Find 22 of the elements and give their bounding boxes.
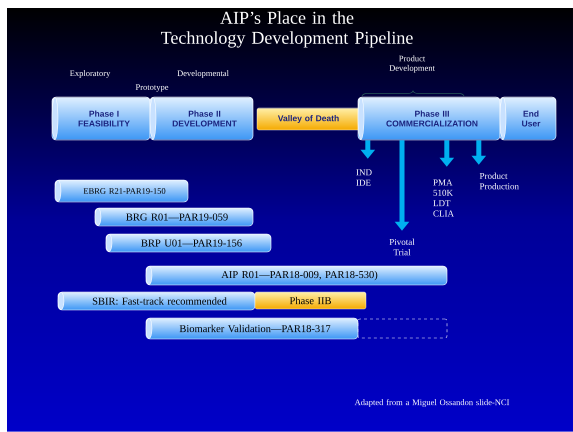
phase-cylinder: Phase II DEVELOPMENT — [150, 96, 254, 140]
phase-cylinder: Phase I FEASIBILITY — [52, 96, 150, 140]
program-bar: BRP U01—PAR19-156 — [106, 234, 272, 252]
program-bar: AIP R01—PAR18-009, PAR18-530) — [146, 266, 448, 286]
label-text: Adapted from a Miguel Ossandon slide-NCI — [354, 399, 510, 407]
milestone-text: Pivotal Trial — [390, 238, 415, 256]
phase-bar: Phase IIB — [254, 292, 366, 310]
gap-bar: Valley of Death — [256, 108, 360, 130]
label-text: Prototype — [136, 84, 168, 92]
program-bar: BRG R01—PAR19-059 — [94, 208, 254, 226]
dashed-box — [358, 318, 448, 338]
label-text: Developmental — [177, 70, 229, 78]
label-text: Product Development — [389, 55, 435, 73]
program-bar: EBRG R21-PAR19-150 — [54, 180, 188, 202]
program-bar: Biomarker Validation—PAR18-317 — [146, 318, 358, 340]
milestone-text: Product Production — [480, 172, 519, 190]
milestone-text: IND IDE — [356, 169, 372, 186]
label-text: Exploratory — [70, 70, 110, 78]
phase-cylinder: End User — [500, 96, 556, 140]
program-bar: SBIR: Fast-track recommended — [58, 292, 256, 310]
milestone-text: PMA 510K LDT CLIA — [433, 179, 454, 217]
title: AIP’s Place in the Technology Development Pipeline — [161, 11, 413, 48]
